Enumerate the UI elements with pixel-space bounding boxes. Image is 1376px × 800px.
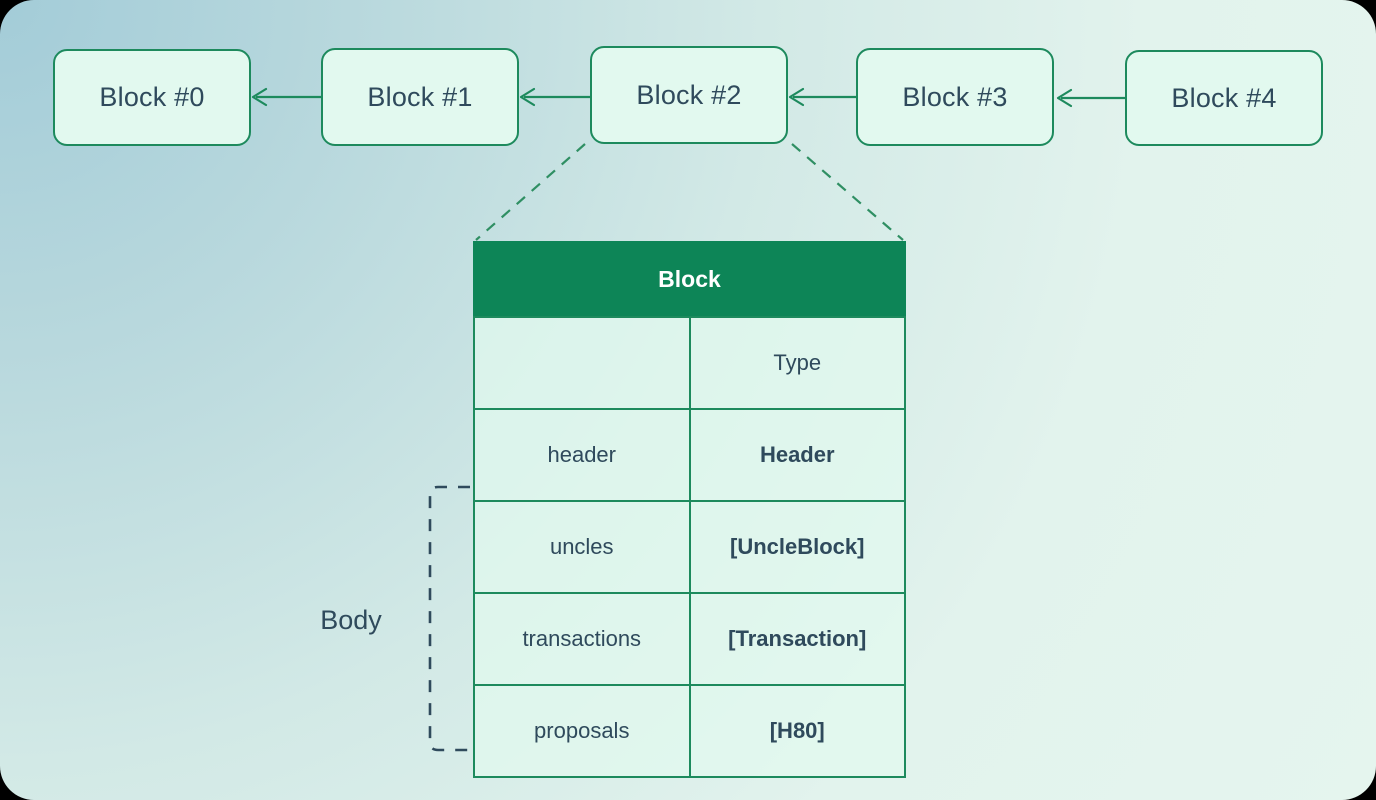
chain-block-1-label: Block #1 xyxy=(367,81,473,112)
body-bracket xyxy=(428,485,470,752)
chain-block-3[interactable]: Block #3 xyxy=(856,48,1054,146)
chain-block-3-label: Block #3 xyxy=(902,81,1008,112)
table-row: transactions [Transaction] xyxy=(473,592,906,686)
block-table-title-row: Block xyxy=(473,241,906,318)
field-column-header xyxy=(473,316,691,410)
arrow-block1-to-block0 xyxy=(251,87,321,107)
field-type-uncles: [UncleBlock] xyxy=(688,500,906,594)
chain-block-0[interactable]: Block #0 xyxy=(53,49,251,146)
expansion-dashed-lines xyxy=(475,143,904,241)
chain-block-2[interactable]: Block #2 xyxy=(590,46,788,144)
chain-block-2-label: Block #2 xyxy=(636,79,742,110)
block-structure-table: Block Type header Header uncles [UncleBl… xyxy=(473,241,906,778)
table-row: header Header xyxy=(473,408,906,502)
chain-block-1[interactable]: Block #1 xyxy=(321,48,519,146)
block-table-head: Block xyxy=(473,241,906,318)
field-name-proposals: proposals xyxy=(473,684,691,778)
chain-block-0-label: Block #0 xyxy=(99,82,205,112)
field-type-proposals: [H80] xyxy=(688,684,906,778)
block-table-title: Block xyxy=(473,241,906,318)
table-row: proposals [H80] xyxy=(473,684,906,778)
block-table-body: Type header Header uncles [UncleBlock] t… xyxy=(473,316,906,778)
field-name-header: header xyxy=(473,408,691,502)
field-name-uncles: uncles xyxy=(473,500,691,594)
arrow-block2-to-block1 xyxy=(519,87,590,107)
chain-block-4-label: Block #4 xyxy=(1171,82,1277,113)
arrow-block4-to-block3 xyxy=(1056,88,1125,108)
field-type-transactions: [Transaction] xyxy=(688,592,906,686)
body-group-label: Body xyxy=(320,605,382,635)
type-column-header: Type xyxy=(688,316,906,410)
arrow-block3-to-block2 xyxy=(788,87,856,107)
field-type-header: Header xyxy=(688,408,906,502)
field-name-transactions: transactions xyxy=(473,592,691,686)
table-row: uncles [UncleBlock] xyxy=(473,500,906,594)
table-row-column-headers: Type xyxy=(473,316,906,410)
chain-block-4[interactable]: Block #4 xyxy=(1125,50,1323,146)
